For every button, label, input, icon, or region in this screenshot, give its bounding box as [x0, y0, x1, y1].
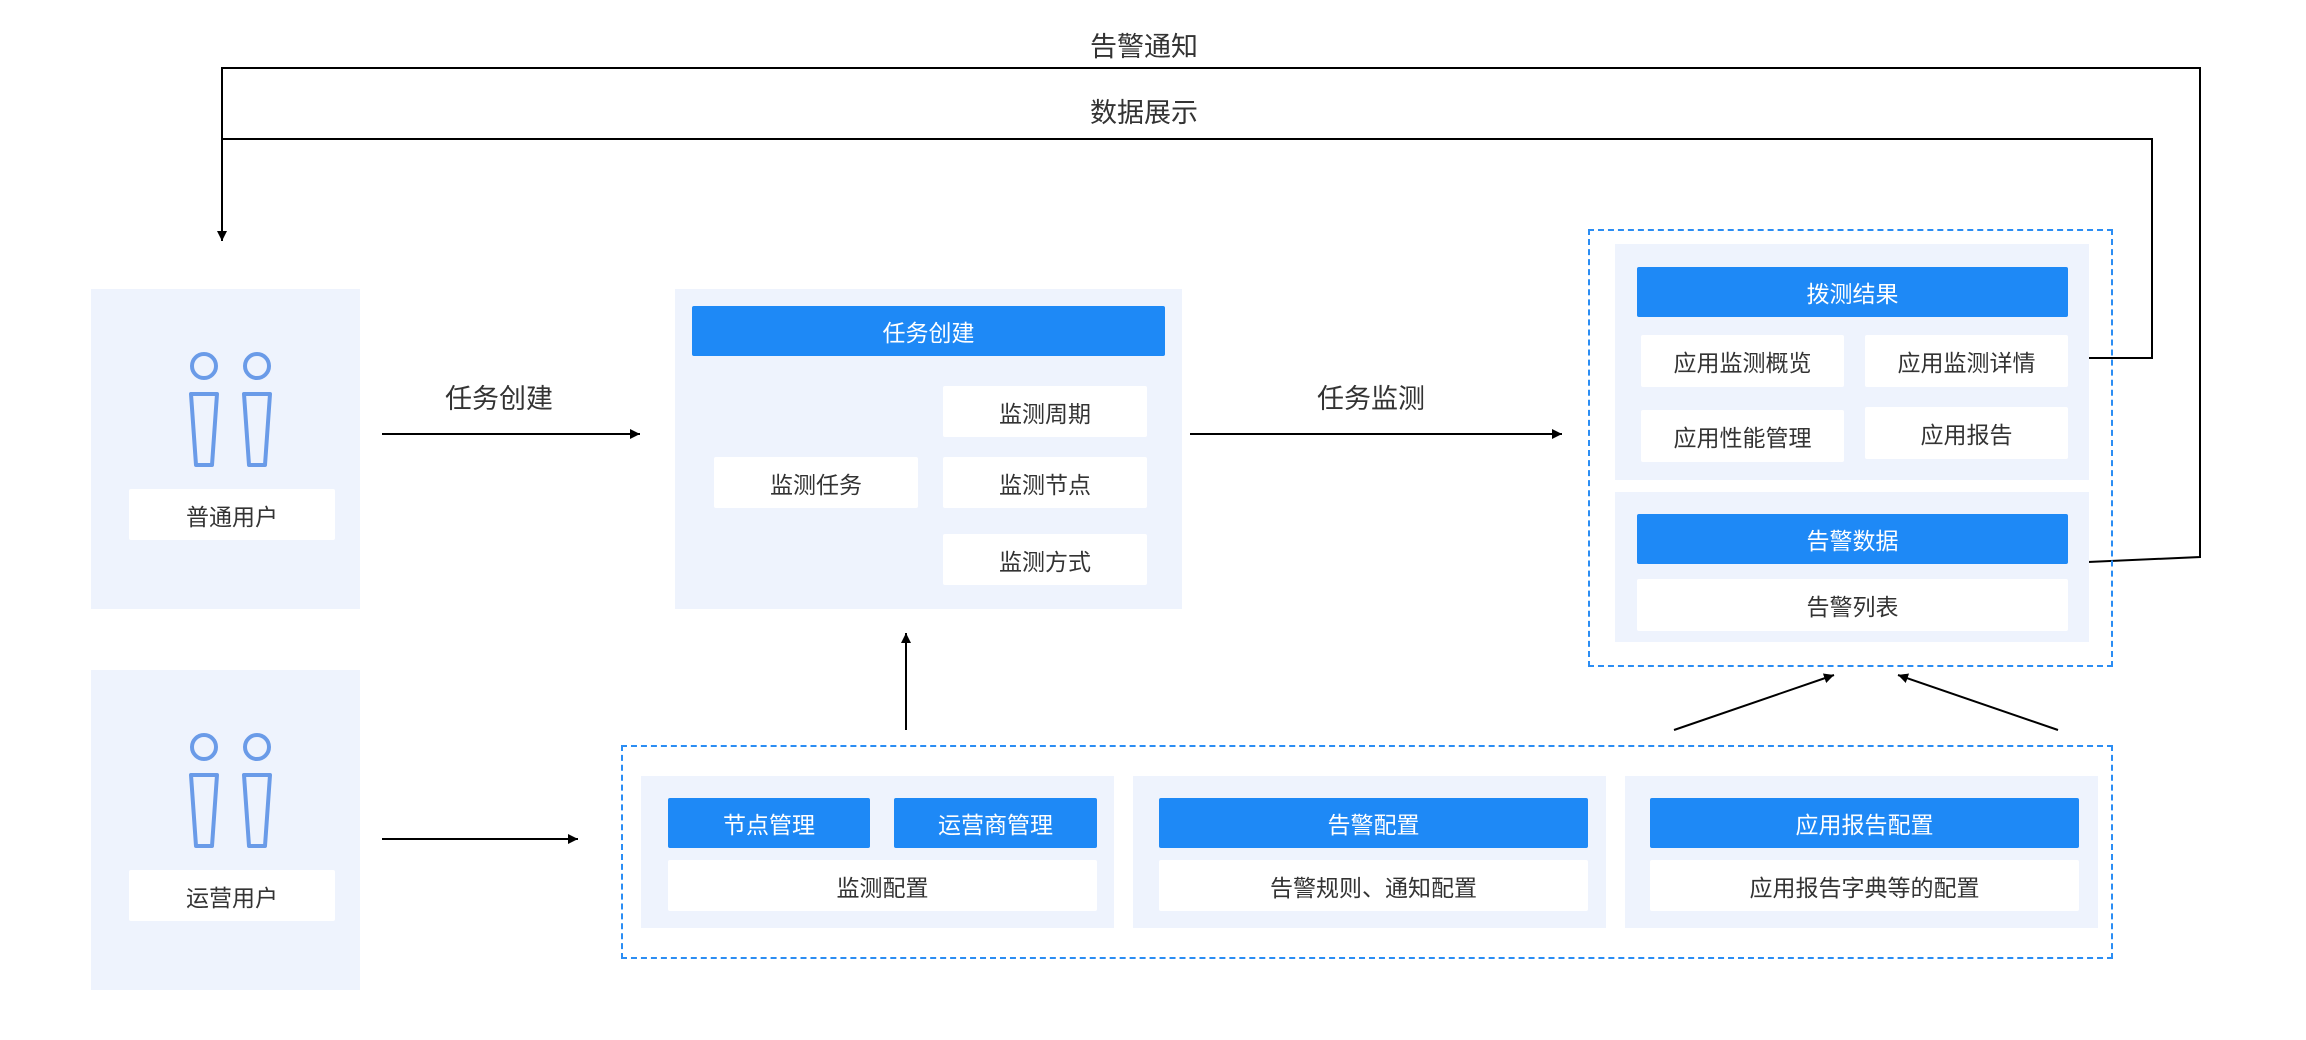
alert-notify-label: 告警通知 [1090, 32, 1198, 63]
monitor-period-box: 监测周期 [943, 386, 1147, 437]
probe-results-header: 拨测结果 [1637, 267, 2068, 317]
report-config-desc-box: 应用报告字典等的配置 [1650, 860, 2079, 911]
user-group-icon [189, 733, 272, 848]
alert-config-panel: 告警配置 告警规则、通知配置 [1133, 776, 1606, 928]
alert-list-box: 告警列表 [1637, 579, 2068, 631]
monitor-task-box: 监测任务 [714, 457, 918, 508]
results-container [1588, 229, 2113, 667]
alert-data-header: 告警数据 [1637, 514, 2068, 564]
task-monitor-label: 任务监测 [1317, 384, 1425, 415]
alert-notify-line [217, 67, 2201, 563]
probe-results-panel: 拨测结果 应用监测概览 应用监测详情 应用性能管理 应用报告 [1615, 244, 2089, 480]
task-create-panel: 任务创建 监测任务 监测周期 监测节点 监测方式 [675, 289, 1182, 609]
monitor-config-box: 监测配置 [668, 860, 1097, 911]
report-config-header: 应用报告配置 [1650, 798, 2079, 848]
config-results-arrow-1 [1673, 673, 1835, 731]
monitor-node-box: 监测节点 [943, 457, 1147, 508]
normal-user-label: 普通用户 [129, 489, 335, 540]
alert-config-header: 告警配置 [1159, 798, 1588, 848]
node-mgmt-button: 节点管理 [668, 798, 870, 848]
carrier-mgmt-button: 运营商管理 [894, 798, 1097, 848]
normal-user-panel: 普通用户 [91, 289, 360, 609]
operator-user-panel: 运营用户 [91, 670, 360, 990]
user-group-icon [189, 352, 272, 467]
task-create-label: 任务创建 [445, 384, 553, 415]
operator-user-label: 运营用户 [129, 870, 335, 921]
config-container [621, 745, 2113, 959]
report-config-panel: 应用报告配置 应用报告字典等的配置 [1625, 776, 2098, 928]
data-display-line [222, 138, 2153, 359]
app-monitor-detail-box: 应用监测详情 [1865, 335, 2068, 387]
monitor-method-box: 监测方式 [943, 534, 1147, 585]
task-create-header: 任务创建 [692, 306, 1165, 356]
alert-data-panel: 告警数据 告警列表 [1615, 492, 2089, 642]
data-display-label: 数据展示 [1090, 98, 1198, 129]
app-monitor-overview-box: 应用监测概览 [1641, 335, 1844, 387]
app-performance-box: 应用性能管理 [1641, 410, 1844, 462]
app-report-box: 应用报告 [1865, 407, 2068, 459]
config-results-arrow-2 [1897, 673, 2059, 731]
alert-config-desc-box: 告警规则、通知配置 [1159, 860, 1588, 911]
monitor-config-panel: 节点管理 运营商管理 监测配置 [641, 776, 1114, 928]
